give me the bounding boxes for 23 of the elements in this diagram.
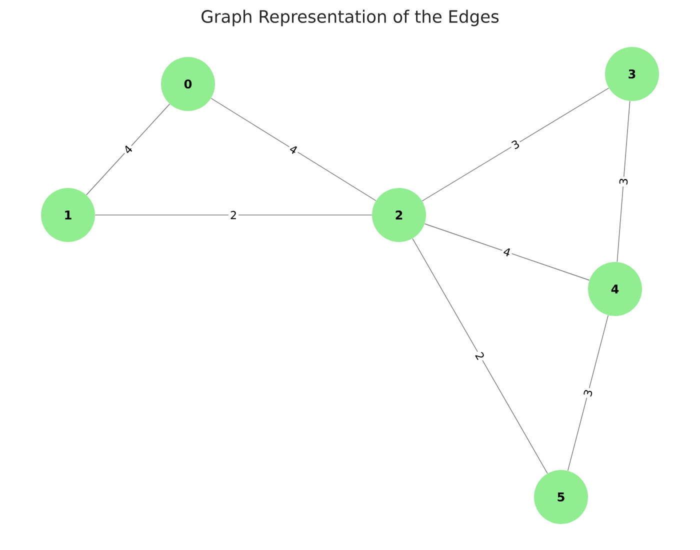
- edge-label: 3: [617, 176, 630, 187]
- graph-node: 5: [534, 470, 588, 524]
- edge-line: [86, 104, 170, 196]
- graph-node: 0: [161, 57, 215, 111]
- edge-label: 2: [472, 348, 488, 364]
- edge-line: [422, 88, 610, 202]
- graph-node: 1: [41, 188, 95, 242]
- graph-node: 3: [605, 47, 659, 101]
- edge-line: [567, 314, 609, 472]
- edge-label: 4: [286, 142, 301, 157]
- graph-node: 2: [372, 188, 426, 242]
- edge-line: [94, 214, 372, 216]
- edge-line: [424, 223, 590, 281]
- edge-line: [412, 238, 548, 474]
- edge-label: 4: [120, 142, 136, 157]
- graph-node: 4: [588, 262, 642, 316]
- title: Graph Representation of the Edges: [202, 10, 499, 26]
- edge-label: 3: [508, 137, 523, 152]
- edge-label: 4: [500, 245, 514, 259]
- edge-label: 3: [581, 386, 595, 400]
- edge-line: [210, 98, 376, 202]
- edge-label: 2: [228, 209, 238, 221]
- edge-line: [616, 100, 630, 262]
